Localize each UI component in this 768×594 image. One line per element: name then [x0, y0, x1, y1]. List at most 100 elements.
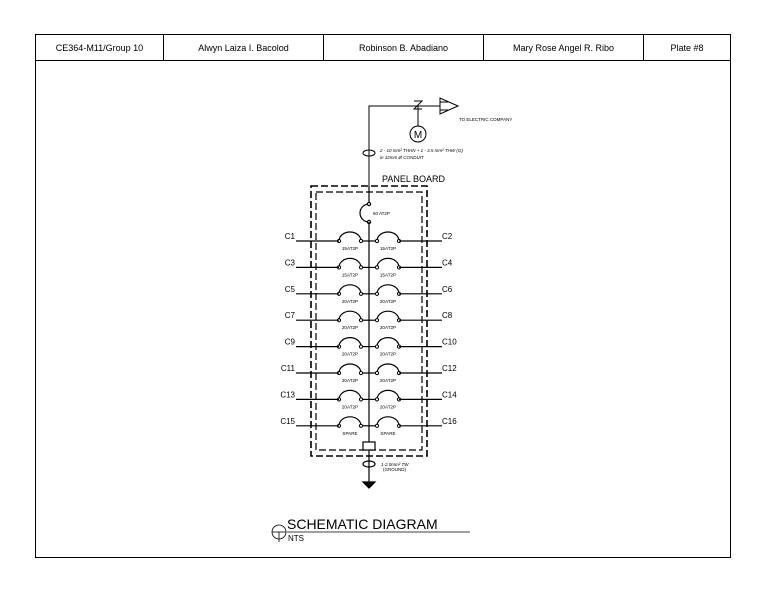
breaker-icon [376, 310, 400, 321]
circuit-c7: C7 20AT2P [285, 310, 369, 330]
service-entrance [362, 97, 460, 186]
conduit-symbol [362, 149, 376, 157]
circuit-label: C10 [442, 338, 457, 347]
breaker-terminal [358, 423, 364, 428]
arrow-to-utility-icon [439, 97, 460, 115]
plate-number-cell: Plate #8 [670, 42, 704, 53]
circuit-label: C9 [285, 338, 296, 347]
breaker-icon [338, 284, 362, 294]
breaker-terminal [374, 344, 380, 349]
circuit-c5: C5 20AT2P [285, 284, 369, 304]
breaker-terminal [358, 344, 364, 349]
circuit-label: C2 [442, 232, 453, 241]
breaker-terminal [358, 265, 364, 270]
circuit-c8: C8 20AT2P [369, 310, 453, 330]
breaker-rating: 15AT2P [342, 272, 358, 277]
breaker-icon [338, 363, 362, 374]
breaker-icon [338, 231, 362, 242]
breaker-terminal [374, 397, 380, 402]
breaker-terminal [358, 318, 364, 323]
breaker-terminal [374, 318, 380, 323]
breaker-icon [376, 231, 400, 242]
breaker-icon [376, 416, 400, 426]
to-electric-company-label: TO ELECTRIC COMPANY [459, 117, 512, 122]
breaker-icon [376, 389, 400, 400]
ground-conductor-line1: 1-2.0mm² TW [381, 462, 409, 467]
meter-label: M [414, 130, 422, 141]
breaker-rating: 20AT2P [380, 378, 396, 383]
breaker-rating: 15AT2P [380, 272, 396, 277]
breaker-terminal [358, 238, 364, 244]
breaker-rating: 20AT2P [380, 299, 396, 304]
title-block: CE364-M11/Group 10 Alwyn Laiza I. Bacolo… [36, 35, 730, 61]
kwh-meter-icon [409, 125, 427, 143]
breaker-rating: 20AT2P [342, 299, 358, 304]
circuit-c6: C6 20AT2P [369, 284, 453, 304]
course-group-cell: CE364-M11/Group 10 [36, 35, 164, 60]
breaker-icon [338, 416, 362, 426]
breaker-terminal [374, 423, 380, 428]
circuit-label: C6 [442, 285, 453, 294]
ground-bar [362, 441, 376, 451]
member-2-cell: Robinson B. Abadiano [324, 35, 484, 60]
breaker-icon [338, 337, 362, 347]
breaker-rating: 20AT2P [342, 352, 358, 357]
breaker-rating: 20AT2P [342, 325, 358, 330]
breaker-rating: SPARE [380, 431, 395, 436]
breaker-rating: 20AT2P [342, 378, 358, 383]
scale-note: NTS [288, 534, 304, 543]
circuit-label: C5 [285, 285, 296, 294]
breaker-icon [338, 310, 362, 321]
circuit-label: C1 [285, 232, 296, 241]
circuit-c11: C11 20AT2P [281, 363, 369, 383]
breaker-rating: SPARE [342, 431, 357, 436]
breaker-terminal [358, 397, 364, 402]
circuit-label: C13 [280, 390, 295, 399]
main-breaker [359, 186, 372, 225]
circuit-label: C11 [281, 364, 296, 373]
breaker-icon [376, 337, 400, 347]
conductor-spec-line2: in 32mm Ø CONDUIT [380, 155, 425, 160]
circuit-c9: C9 20AT2P [285, 337, 369, 357]
diagram-title: SCHEMATIC DIAGRAM [287, 516, 438, 532]
breaker-icon [376, 284, 400, 294]
breaker-icon [376, 363, 400, 374]
circuit-label: C14 [442, 390, 457, 399]
ground-icon [361, 481, 377, 489]
member-3-cell: Mary Rose Angel R. Ribo [484, 35, 644, 60]
breaker-terminal [374, 238, 380, 244]
breaker-rating: 15AT2P [380, 246, 396, 251]
circuit-c4: C4 15AT2P [369, 257, 453, 277]
breaker-terminal [358, 370, 364, 376]
breaker-rating: 20AT2P [342, 404, 358, 409]
breaker-rating: 20AT2P [380, 325, 396, 330]
circuit-c10: C10 20AT2P [369, 337, 457, 357]
circuit-label: C7 [285, 311, 296, 320]
breaker-terminal [374, 291, 380, 296]
breaker-icon [376, 257, 400, 268]
member-1-cell: Alwyn Laiza I. Bacolod [164, 35, 324, 60]
circuit-c13: C13 20AT2P [280, 389, 369, 409]
panel-board-title: PANEL BOARD [382, 174, 446, 184]
drawing-sheet: CE364-M11/Group 10 Alwyn Laiza I. Bacolo… [35, 34, 731, 558]
breaker-terminal [358, 291, 364, 296]
branch-circuits: C115AT2PC315AT2PC520AT2PC720AT2PC920AT2P… [280, 231, 457, 436]
circuit-label: C4 [442, 258, 453, 267]
circuit-label: C8 [442, 311, 453, 320]
breaker-rating: 20AT2P [380, 352, 396, 357]
breaker-icon [338, 389, 362, 400]
ground-conduit-symbol [362, 460, 376, 468]
main-breaker-rating: 60 AT2P [373, 211, 390, 216]
conductor-spec-line1: 2 - 10 mm² THHN + 1 - 3.5 mm² THW (G) [379, 148, 463, 153]
circuit-label: C16 [442, 417, 457, 426]
circuit-label: C12 [442, 364, 457, 373]
circuit-c2: C2 15AT2P [369, 231, 453, 251]
breaker-terminal [374, 370, 380, 376]
circuit-label: C15 [280, 417, 295, 426]
grounding [361, 441, 377, 489]
